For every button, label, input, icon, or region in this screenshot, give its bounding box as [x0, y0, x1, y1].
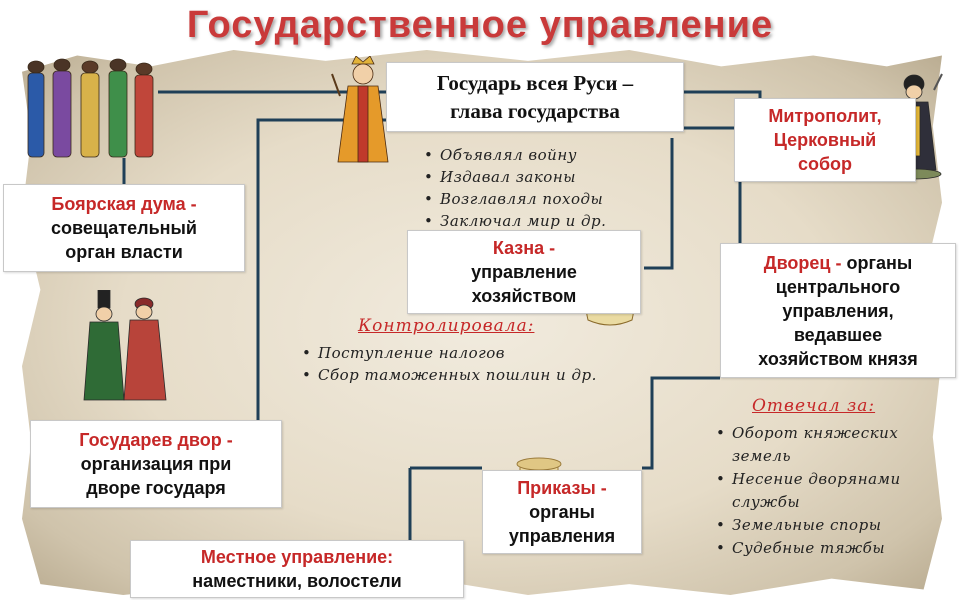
courtiers-icon — [83, 290, 167, 401]
sovereign-box: Государь всея Руси – глава государства — [386, 62, 684, 132]
treasury-controls-heading: Контролировала: — [358, 316, 535, 336]
list-item: Несение дворянами службы — [716, 468, 957, 514]
line-sovereign-metropolitan — [683, 90, 762, 98]
palace-line3: ведавшее — [793, 324, 883, 345]
list-item: Возглавлял походы — [424, 188, 710, 210]
metropolitan-box: Митрополит, Церковный собор — [734, 98, 916, 182]
prikazy-line1: органы — [529, 502, 595, 522]
court-line2: дворе государя — [86, 478, 226, 498]
palace-duties-heading: Отвечал за: — [752, 396, 876, 416]
line-prikazy-palace — [642, 376, 720, 470]
page-title: Государственное управление — [186, 4, 774, 46]
palace-title-rest: органы — [841, 252, 913, 273]
palace-line4: хозяйством князя — [758, 348, 918, 369]
court-box: Государев двор - организация при дворе г… — [30, 420, 282, 508]
sovereign-line2: глава государства — [450, 99, 620, 123]
treasury-box: Казна - управление хозяйством — [407, 230, 641, 314]
sovereign-line1: Государь всея Руси – — [436, 71, 634, 95]
treasury-controls-list: Поступление налогов Сбор таможенных пошл… — [302, 342, 663, 386]
list-item: Сбор таможенных пошлин и др. — [302, 364, 663, 386]
list-item: Объявлял войну — [424, 144, 710, 166]
boyar-duma-title: Боярская дума - — [51, 194, 197, 214]
boyars-group-icon — [27, 58, 154, 158]
list-item: Оборот княжеских земель — [716, 422, 957, 468]
metropolitan-line2: Церковный — [773, 130, 877, 150]
local-box: Местное управление: наместники, волостел… — [130, 540, 464, 598]
boyar-duma-line1: совещательный — [51, 218, 197, 238]
local-line1: наместники, волостели — [192, 571, 402, 591]
list-item: Судебные тяжбы — [716, 537, 957, 560]
boyar-duma-line2: орган власти — [65, 242, 183, 262]
list-item: Поступление налогов — [302, 342, 663, 364]
list-item: Издавал законы — [424, 166, 710, 188]
palace-line1: центрального — [775, 276, 901, 297]
treasury-title: Казна - — [492, 238, 556, 258]
palace-duties-list: Оборот княжеских земель Несение дворянам… — [716, 422, 957, 560]
tsar-figure-icon — [331, 56, 389, 163]
boyar-duma-box: Боярская дума - совещательный орган влас… — [3, 184, 245, 272]
list-item: Заключал мир и др. — [424, 210, 710, 232]
palace-box: Дворец - органы центрального управления,… — [720, 243, 956, 378]
palace-title: Дворец - — [763, 252, 842, 273]
treasury-line1: управление — [471, 262, 577, 282]
metropolitan-line1: Митрополит, — [768, 106, 882, 126]
metropolitan-line3: собор — [797, 154, 853, 174]
prikazy-title: Приказы - — [517, 478, 607, 498]
list-item: Земельные споры — [716, 514, 957, 537]
court-title: Государев двор - — [79, 430, 233, 450]
treasury-line2: хозяйством — [471, 286, 577, 306]
palace-line0: Дворец - органы — [727, 251, 949, 275]
local-title: Местное управление: — [200, 547, 394, 567]
prikazy-line2: управления — [508, 526, 616, 546]
prikazy-box: Приказы - органы управления — [482, 470, 642, 554]
court-line1: организация при — [80, 454, 232, 474]
palace-line2: управления, — [782, 300, 894, 321]
sovereign-duties-list: Объявлял войну Издавал законы Возглавлял… — [424, 144, 710, 232]
line-prikazy-branch — [408, 466, 482, 540]
